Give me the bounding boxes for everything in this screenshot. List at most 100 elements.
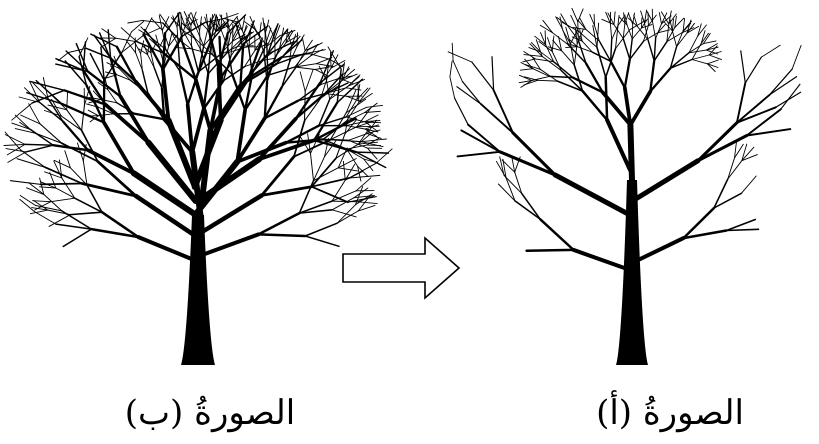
branch <box>185 103 195 155</box>
branch <box>308 53 330 60</box>
branch <box>20 149 46 168</box>
branch <box>136 41 165 54</box>
branch <box>570 14 579 32</box>
branch <box>243 72 254 112</box>
branch <box>523 79 539 86</box>
branch <box>150 52 155 69</box>
branch <box>82 41 87 72</box>
branch <box>623 58 631 89</box>
branch <box>628 13 634 25</box>
branch <box>547 37 553 52</box>
branch <box>102 120 136 176</box>
branch <box>159 13 170 28</box>
branch <box>291 35 301 47</box>
branch <box>624 12 630 24</box>
branch <box>691 54 710 60</box>
branch <box>34 201 52 211</box>
branch <box>577 39 587 65</box>
branch <box>248 27 252 48</box>
branch <box>298 200 333 214</box>
branch <box>330 54 339 69</box>
branch <box>697 23 702 37</box>
branch <box>35 205 63 212</box>
branch <box>627 17 638 27</box>
branch <box>686 19 692 34</box>
branch <box>727 157 735 180</box>
branch <box>310 133 320 154</box>
branch <box>503 174 523 194</box>
branch <box>706 63 719 68</box>
branch <box>676 30 684 48</box>
branch <box>708 54 722 61</box>
branch <box>236 16 243 31</box>
branch <box>741 143 748 162</box>
branch <box>211 53 234 76</box>
branch <box>514 156 521 173</box>
branch <box>243 74 269 112</box>
branch <box>633 14 638 27</box>
branch <box>232 24 240 39</box>
branch <box>31 207 49 211</box>
branch <box>239 46 245 87</box>
branch <box>735 93 771 124</box>
branch <box>628 89 653 127</box>
branch <box>113 55 120 69</box>
branch <box>97 113 114 117</box>
branch <box>344 163 356 181</box>
branch <box>86 148 136 176</box>
branch <box>336 204 356 224</box>
branch <box>734 141 737 159</box>
branch <box>247 46 254 75</box>
branch <box>547 46 563 52</box>
branch <box>577 8 584 23</box>
branch <box>344 118 358 135</box>
branch <box>194 17 201 32</box>
branch <box>168 32 173 47</box>
branch <box>28 103 41 125</box>
branch <box>522 58 536 63</box>
branch <box>561 21 579 32</box>
branch <box>338 77 354 84</box>
branch <box>480 103 514 134</box>
branch <box>161 35 184 71</box>
branch <box>88 99 102 104</box>
branch <box>780 83 801 110</box>
branch <box>740 50 746 84</box>
branch <box>539 24 553 34</box>
branch <box>215 16 218 32</box>
branch <box>295 50 306 68</box>
branch <box>456 150 501 158</box>
branch <box>147 43 150 56</box>
branch <box>669 52 690 69</box>
branch <box>596 22 600 48</box>
branch <box>674 15 677 28</box>
branch <box>115 37 138 43</box>
branch <box>288 45 293 64</box>
branch <box>39 182 83 186</box>
branch <box>129 79 149 95</box>
branch <box>652 21 657 39</box>
branch <box>528 47 541 53</box>
branch <box>769 76 798 96</box>
branch <box>682 18 686 32</box>
branch <box>304 222 338 237</box>
branch <box>210 19 222 30</box>
branch <box>48 214 71 227</box>
branch <box>138 48 149 56</box>
branch <box>358 92 373 103</box>
branch <box>540 32 547 46</box>
branch <box>180 22 192 33</box>
branch <box>713 178 729 209</box>
branch <box>355 177 372 192</box>
branch <box>735 81 747 124</box>
branch <box>337 158 357 169</box>
branch <box>629 19 647 31</box>
branch <box>356 119 378 128</box>
branch <box>118 67 132 81</box>
tree-trunk <box>616 180 648 365</box>
branch <box>348 162 377 179</box>
branch <box>254 37 264 51</box>
branch <box>109 56 122 98</box>
branch <box>268 25 276 40</box>
